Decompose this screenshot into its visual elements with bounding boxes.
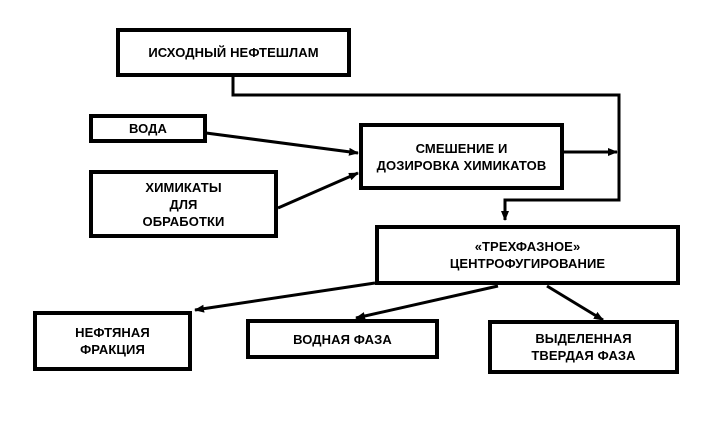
- node-separated-solid-phase: ВЫДЕЛЕННАЯ ТВЕРДАЯ ФАЗА: [488, 320, 679, 374]
- node-aqueous-phase: ВОДНАЯ ФАЗА: [246, 319, 439, 359]
- node-three-phase-centrifugation: «ТРЕХФАЗНОЕ» ЦЕНТРОФУГИРОВАНИЕ: [375, 225, 680, 285]
- node-water: ВОДА: [89, 114, 207, 143]
- node-treatment-chemicals: ХИМИКАТЫ ДЛЯ ОБРАБОТКИ: [89, 170, 278, 238]
- node-three-phase-centrifugation-label: «ТРЕХФАЗНОЕ» ЦЕНТРОФУГИРОВАНИЕ: [449, 239, 606, 271]
- node-treatment-chemicals-label: ХИМИКАТЫ ДЛЯ ОБРАБОТКИ: [142, 179, 225, 229]
- connector-sludge-to-centrifuge: [231, 76, 621, 221]
- connector-centrifuge-to-oil: [194, 281, 376, 313]
- node-water-label: ВОДА: [128, 121, 168, 136]
- node-separated-solid-phase-label: ВЫДЕЛЕННАЯ ТВЕРДАЯ ФАЗА: [531, 331, 636, 363]
- node-mixing-dosing-label: СМЕШЕНИЕ И ДОЗИРОВКА ХИМИКАТОВ: [376, 140, 547, 173]
- node-oil-fraction: НЕФТЯНАЯ ФРАКЦИЯ: [33, 311, 192, 371]
- node-aqueous-phase-label: ВОДНАЯ ФАЗА: [293, 331, 392, 347]
- connector-chemicals-to-mixing: [277, 171, 359, 210]
- node-initial-sludge: ИСХОДНЫЙ НЕФТЕШЛАМ: [116, 28, 351, 77]
- node-initial-sludge-label: ИСХОДНЫЙ НЕФТЕШЛАМ: [148, 45, 319, 60]
- node-mixing-dosing: СМЕШЕНИЕ И ДОЗИРОВКА ХИМИКАТОВ: [359, 123, 564, 190]
- connector-water-to-mixing: [205, 131, 359, 156]
- connector-centrifuge-to-aqueous: [355, 284, 499, 320]
- connector-centrifuge-to-solid: [546, 284, 604, 322]
- node-oil-fraction-label: НЕФТЯНАЯ ФРАКЦИЯ: [75, 325, 150, 357]
